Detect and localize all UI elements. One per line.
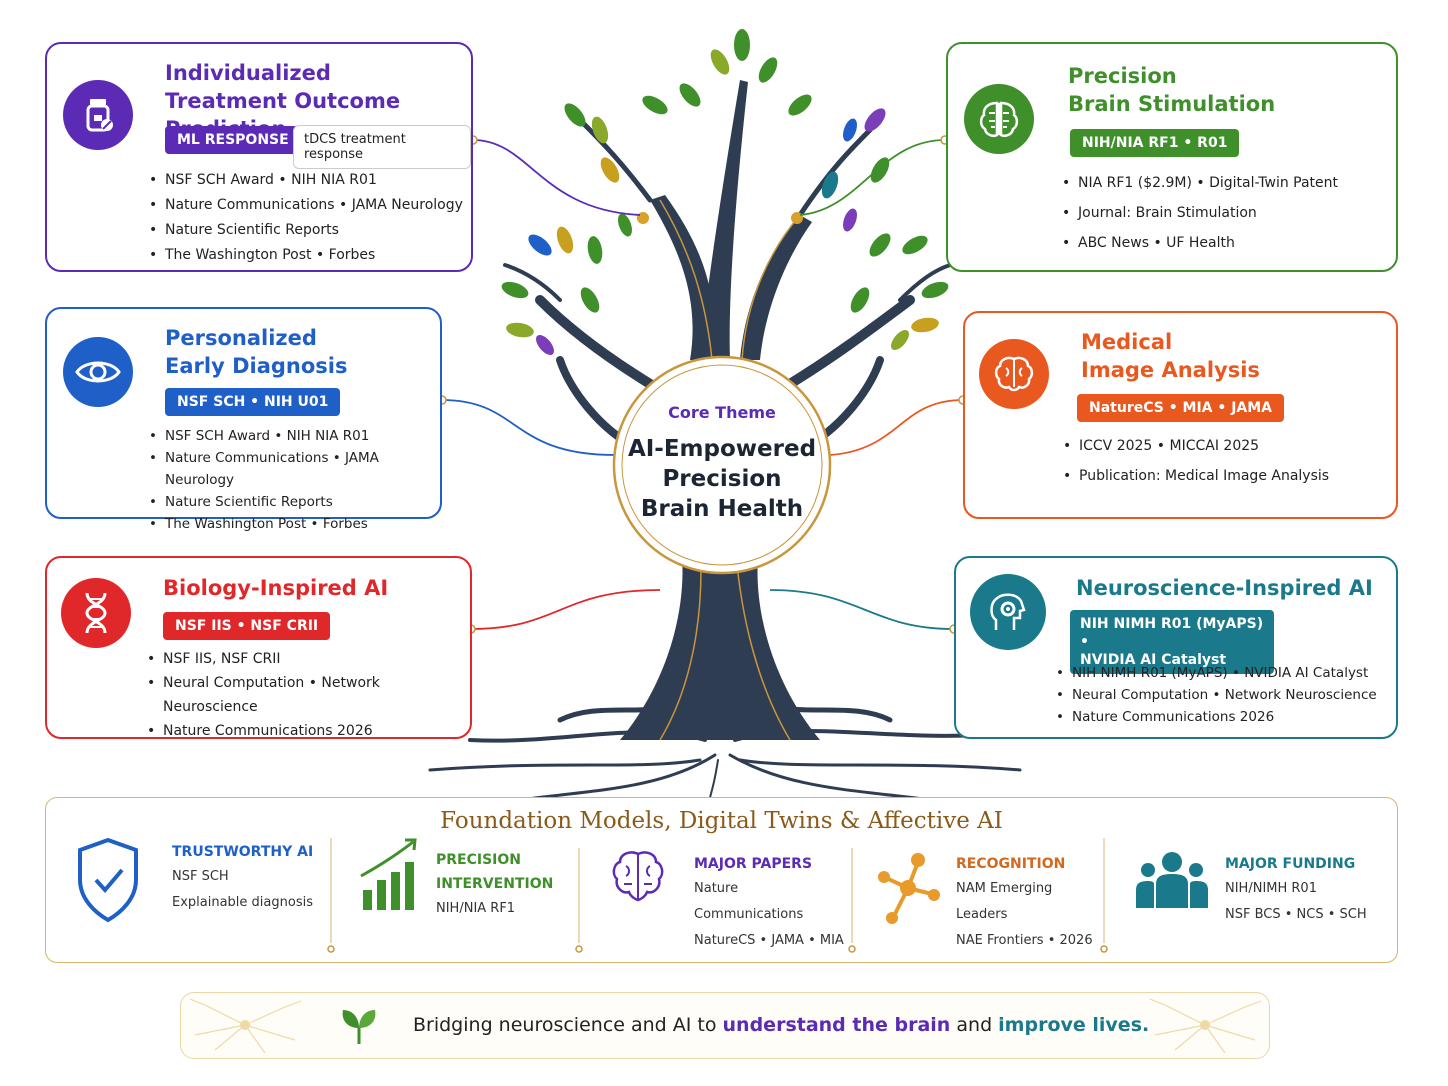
brain-outline-icon xyxy=(612,851,664,902)
list-item: Nature Communications • JAMA Neurology xyxy=(149,447,440,491)
section-line: NatureCS • JAMA • MIA xyxy=(694,933,844,948)
section-line: Nature Communications xyxy=(694,881,804,922)
section-line: NIH/NIA RF1 xyxy=(436,901,516,916)
list-item: Neural Computation • Network Neuroscienc… xyxy=(147,671,470,719)
badge-tdcs: tDCS treatment response xyxy=(293,125,471,169)
molecule-icon xyxy=(878,853,940,924)
card-biology-ai: Biology-Inspired AI NSF IIS • NSF CRII N… xyxy=(45,556,472,743)
list-item: Neural Computation • Network Neuroscienc… xyxy=(1056,684,1377,706)
section-heading: RECOGNITION xyxy=(956,856,1066,872)
list-item: Nature Communications 2026 xyxy=(147,719,470,743)
badge-naturecs: NatureCS • MIA • JAMA xyxy=(1077,394,1285,422)
foundation-title: Foundation Models, Digital Twins & Affec… xyxy=(440,808,1003,834)
foundation-funding: MAJOR FUNDING NIH/NIMH R01 NSF BCS • NCS… xyxy=(1134,846,1384,946)
badge-ml-response: ML RESPONSE xyxy=(165,126,301,154)
list-item: NIH NIMH R01 (MyAPS) • NVIDIA AI Catalys… xyxy=(1056,662,1377,684)
foundation-panel: Foundation Models, Digital Twins & Affec… xyxy=(45,797,1398,963)
card-bullets: NIA RF1 ($2.9M) • Digital-Twin Patent Jo… xyxy=(1062,168,1338,258)
list-item: Nature Scientific Reports xyxy=(149,491,440,513)
sprout-icon xyxy=(342,1010,376,1044)
brain-circuit-icon xyxy=(964,84,1034,154)
card-early-diagnosis: Personalized Early Diagnosis NSF SCH • N… xyxy=(45,307,442,535)
list-item: ABC News • UF Health xyxy=(1062,228,1338,258)
list-item: Publication: Medical Image Analysis xyxy=(1063,461,1329,491)
dna-icon xyxy=(61,578,131,648)
foundation-dividers xyxy=(327,838,1108,953)
section-line: NSF BCS • NCS • SCH xyxy=(1225,907,1367,922)
card-bullets: NSF IIS, NSF CRII Neural Computation • N… xyxy=(147,647,470,743)
badge-nsf-iis: NSF IIS • NSF CRII xyxy=(163,612,331,640)
tagline-highlight-2: improve lives. xyxy=(998,1014,1150,1036)
list-item: NIA RF1 ($2.9M) • Digital-Twin Patent xyxy=(1062,168,1338,198)
core-theme: Core Theme AI-Empowered Precision Brain … xyxy=(622,400,822,524)
card-title: Precision Brain Stimulation xyxy=(1068,64,1276,116)
section-line: NIH/NIMH R01 xyxy=(1225,881,1317,896)
list-item: NSF IIS, NSF CRII xyxy=(147,647,470,671)
people-group-icon xyxy=(1136,852,1208,908)
list-item: ICCV 2025 • MICCAI 2025 xyxy=(1063,431,1329,461)
card-bullets: NIH NIMH R01 (MyAPS) • NVIDIA AI Catalys… xyxy=(1056,662,1377,728)
foundation-papers: MAJOR PAPERS Nature Communications Natur… xyxy=(606,846,846,948)
section-heading: INTERVENTION xyxy=(436,876,554,892)
card-title: Neuroscience-Inspired AI xyxy=(1076,576,1373,600)
card-bullets: NSF SCH Award • NIH NIA R01 Nature Commu… xyxy=(149,425,440,535)
card-bullets: NSF SCH Award • NIH NIA R01 Nature Commu… xyxy=(149,168,463,268)
card-neuroscience-ai: Neuroscience-Inspired AI NIH NIMH R01 (M… xyxy=(954,556,1398,739)
section-line: Explainable diagnosis xyxy=(172,895,313,910)
eye-icon xyxy=(63,337,133,407)
list-item: NSF SCH Award • NIH NIA R01 xyxy=(149,425,440,447)
bar-chart-growth-icon xyxy=(360,838,417,910)
list-item: The Washington Post • Forbes xyxy=(149,513,440,535)
section-heading: MAJOR FUNDING xyxy=(1225,856,1356,872)
section-heading: MAJOR PAPERS xyxy=(694,856,813,872)
head-gear-icon xyxy=(970,574,1046,650)
section-line: NAE Frontiers • 2026 xyxy=(956,933,1093,948)
foundation-trustworthy: TRUSTWORTHY AI NSF SCH Explainable diagn… xyxy=(76,836,326,946)
badge-nih-nia: NIH/NIA RF1 • R01 xyxy=(1070,129,1240,157)
tagline-text: Bridging neuroscience and AI to understa… xyxy=(413,1014,1150,1036)
card-brain-stimulation: Precision Brain Stimulation NIH/NIA RF1 … xyxy=(946,42,1398,272)
card-title: Biology-Inspired AI xyxy=(163,576,389,600)
section-line: NSF SCH xyxy=(172,869,229,884)
section-heading: PRECISION xyxy=(436,852,521,868)
list-item: The Washington Post • Forbes xyxy=(149,243,463,268)
list-item: NSF SCH Award • NIH NIA R01 xyxy=(149,168,463,193)
tagline-highlight-1: understand the brain xyxy=(722,1014,951,1036)
foundation-recognition: RECOGNITION NAM Emerging Leaders NAE Fro… xyxy=(876,846,1096,948)
shield-check-icon xyxy=(78,837,138,923)
list-item: Nature Scientific Reports xyxy=(149,218,463,243)
section-heading: TRUSTWORTHY AI xyxy=(172,844,314,860)
list-item: Nature Communications 2026 xyxy=(1056,706,1377,728)
list-item: Nature Communications • JAMA Neurology xyxy=(149,193,463,218)
card-bullets: ICCV 2025 • MICCAI 2025 Publication: Med… xyxy=(1063,431,1329,491)
neuron-right-icon xyxy=(1149,998,1262,1054)
brain-icon xyxy=(979,339,1049,409)
medicine-bottle-icon xyxy=(63,80,133,150)
neuron-left-icon xyxy=(189,998,302,1054)
card-image-analysis: Medical Image Analysis NatureCS • MIA • … xyxy=(963,311,1398,519)
foundation-precision: PRECISION INTERVENTION NIH/NIA RF1 xyxy=(359,836,574,946)
tagline-banner: Bridging neuroscience and AI to understa… xyxy=(180,992,1270,1059)
card-treatment-prediction: Individualized Treatment Outcome Predict… xyxy=(45,42,473,272)
list-item: Journal: Brain Stimulation xyxy=(1062,198,1338,228)
card-title: Medical Image Analysis xyxy=(1081,330,1260,382)
card-title: Personalized Early Diagnosis xyxy=(165,326,348,378)
badge-nsf-nih: NSF SCH • NIH U01 xyxy=(165,388,341,416)
core-theme-label: Core Theme xyxy=(668,403,776,422)
section-line: NAM Emerging Leaders xyxy=(956,881,1053,922)
core-theme-title: AI-Empowered Precision Brain Health xyxy=(627,436,817,522)
